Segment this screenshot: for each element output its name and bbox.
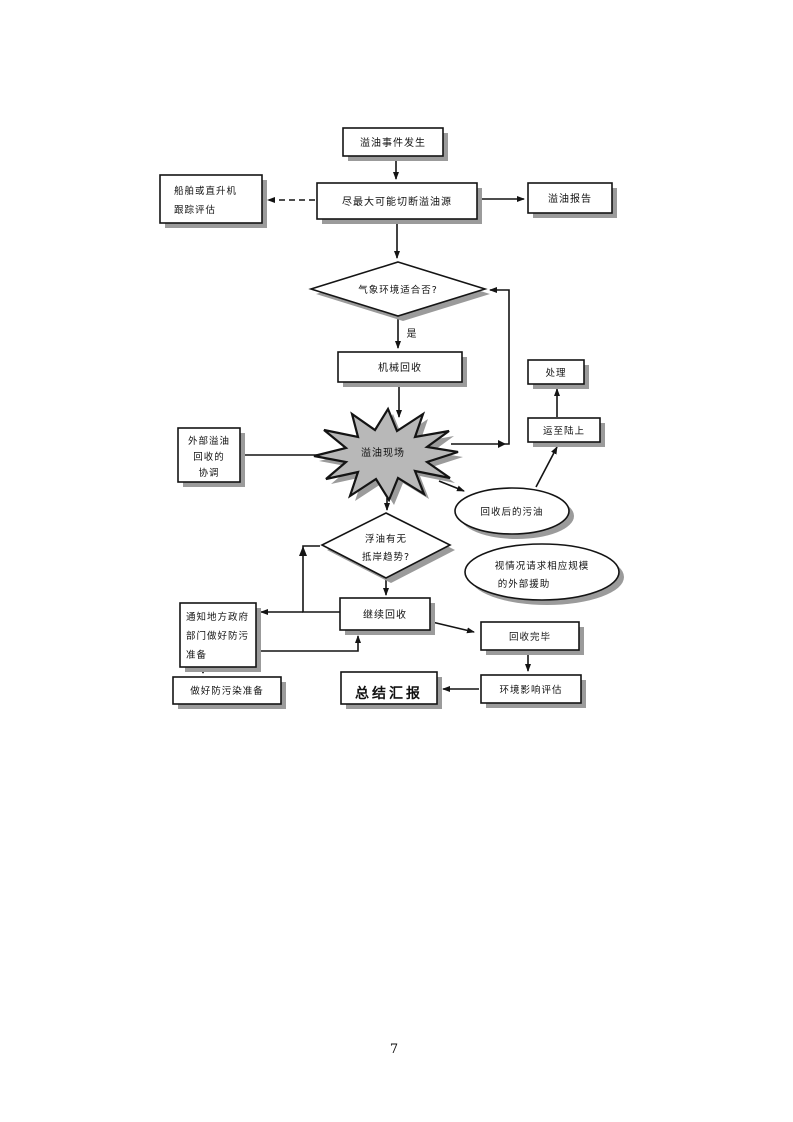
spill-site-label: 溢油现场 [361, 446, 405, 459]
node-spill-event: 溢油事件发生 [342, 127, 448, 161]
arrowhead-branch-up [299, 546, 307, 556]
node-final-report: 总结汇报 [340, 671, 442, 709]
spill-report-label: 溢油报告 [548, 192, 592, 205]
shore-tendency-line-1: 浮油有无 [365, 533, 407, 545]
recovered-oil-label: 回收后的污油 [480, 506, 543, 518]
node-spill-report: 溢油报告 [527, 182, 617, 218]
external-coordination-line-3: 协调 [198, 467, 219, 479]
node-impact-assessment: 环境影响评估 [480, 674, 586, 708]
notify-government-line-3: 准备 [186, 649, 207, 661]
node-recovery-complete: 回收完毕 [480, 621, 584, 655]
recovery-complete-label: 回收完毕 [509, 631, 551, 643]
external-coordination-line-1: 外部溢油 [188, 435, 230, 447]
treatment-label: 处理 [545, 367, 566, 379]
shore-tendency-line-2: 抵岸趋势? [362, 551, 410, 563]
arrow-continue-to-complete [431, 621, 475, 634]
arrow-recoveredoil-to-transport [535, 446, 558, 488]
node-spill-site: 溢油现场 [313, 406, 463, 505]
node-continue-recovery: 继续回收 [339, 597, 435, 635]
node-mechanical-recovery: 机械回收 [337, 351, 467, 387]
node-tracking: 船舶或直升机 跟踪评估 [159, 174, 267, 228]
yes-label: 是 [407, 328, 418, 340]
external-assistance-line-1: 视情况请求相应规模 [495, 560, 590, 572]
node-transport-ashore: 运至陆上 [527, 417, 605, 447]
pollution-preparation-label: 做好防污染准备 [190, 685, 264, 697]
node-pollution-preparation: 做好防污染准备 [172, 676, 286, 709]
node-notify-government: 通知地方政府 部门做好防污 准备 [179, 602, 261, 672]
node-shore-tendency-check: 浮油有无 抵岸趋势? [320, 512, 455, 583]
node-treatment: 处理 [527, 359, 589, 389]
spill-event-label: 溢油事件发生 [360, 136, 426, 149]
line-shorecheck-left-branch [302, 545, 340, 613]
arrow-site-loop-to-weather [451, 287, 510, 445]
arrow-site-to-recoveredoil [438, 480, 465, 492]
notify-government-line-2: 部门做好防污 [186, 630, 249, 642]
page-number: 7 [390, 1042, 398, 1057]
external-assistance-line-2: 的外部援助 [498, 578, 551, 590]
cut-source-label: 尽最大可能切断溢油源 [342, 195, 452, 208]
node-weather-check: 气象环境适合否? [308, 261, 490, 321]
mechanical-recovery-label: 机械回收 [378, 361, 422, 374]
transport-ashore-label: 运至陆上 [543, 425, 585, 437]
weather-check-label: 气象环境适合否? [358, 284, 438, 296]
tracking-line-2: 跟踪评估 [174, 204, 216, 216]
continue-recovery-label: 继续回收 [363, 608, 407, 621]
starburst-shape [313, 406, 459, 503]
arrowhead-loop-right [498, 440, 506, 448]
arrow-notify-to-continue [256, 635, 361, 652]
node-external-coordination: 外部溢油 回收的 协调 [177, 427, 245, 487]
impact-assessment-label: 环境影响评估 [499, 684, 562, 696]
node-recovered-oil: 回收后的污油 [454, 487, 574, 539]
notify-government-line-1: 通知地方政府 [186, 611, 249, 623]
node-cut-source: 尽最大可能切断溢油源 [316, 182, 482, 224]
final-report-label: 总结汇报 [355, 685, 423, 702]
node-external-assistance: 视情况请求相应规模 的外部援助 [464, 543, 624, 605]
external-coordination-line-2: 回收的 [193, 451, 225, 463]
connectors [200, 156, 560, 692]
tracking-line-1: 船舶或直升机 [174, 185, 237, 197]
